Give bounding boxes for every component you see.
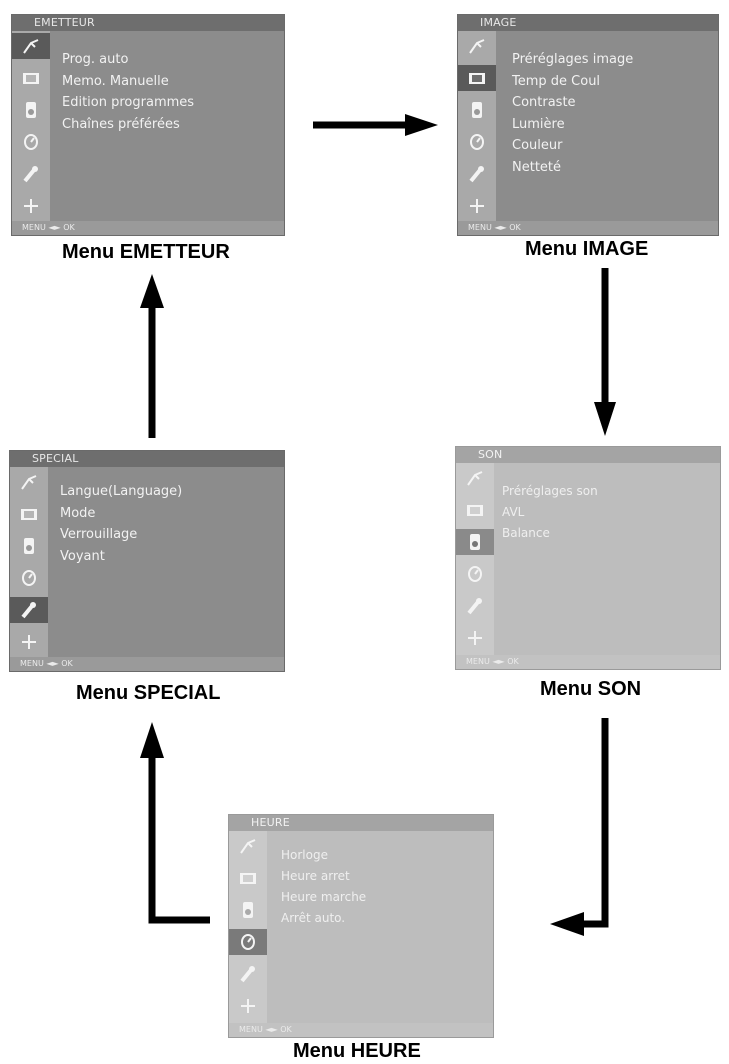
picture-icon[interactable] bbox=[12, 65, 50, 91]
arrow-special-to-emetteur bbox=[140, 274, 164, 438]
menu-footer: MENU ◄► OK bbox=[456, 655, 720, 669]
wrench-icon[interactable] bbox=[12, 161, 50, 187]
menu-item[interactable]: Netteté bbox=[512, 159, 562, 175]
caption-heure: Menu HEURE bbox=[293, 1040, 421, 1062]
icon-column bbox=[229, 831, 267, 1023]
menu-items-list: Prog. auto Memo. Manuelle Edition progra… bbox=[62, 49, 194, 135]
icon-column bbox=[456, 463, 494, 655]
menu-items-list: Préréglages image Temp de Coul Contraste… bbox=[512, 49, 633, 178]
menu-footer: MENU ◄► OK bbox=[12, 221, 284, 235]
wrench-icon[interactable] bbox=[10, 597, 48, 623]
speaker-icon[interactable] bbox=[229, 897, 267, 923]
menu-item[interactable]: Prog. auto bbox=[62, 52, 129, 67]
antenna-icon[interactable] bbox=[456, 465, 494, 491]
antenna-icon[interactable] bbox=[12, 33, 50, 59]
arrow-heure-to-special bbox=[140, 722, 210, 924]
screen-adjust-icon[interactable] bbox=[458, 193, 496, 219]
menu-item[interactable]: Langue(Language) bbox=[60, 484, 183, 499]
menu-item[interactable]: Contraste bbox=[512, 95, 576, 110]
arrow-emetteur-to-image bbox=[313, 114, 438, 136]
menu-footer: MENU ◄► OK bbox=[10, 657, 284, 671]
speaker-icon[interactable] bbox=[458, 97, 496, 123]
menu-footer: MENU ◄► OK bbox=[458, 221, 718, 235]
menu-title: IMAGE bbox=[458, 15, 718, 31]
menu-title: SPECIAL bbox=[10, 451, 284, 467]
antenna-icon[interactable] bbox=[229, 833, 267, 859]
arrow-image-to-son bbox=[594, 268, 616, 436]
menu-items-list: Préréglages son AVL Balance bbox=[502, 481, 598, 544]
menu-item[interactable]: Lumière bbox=[512, 116, 565, 132]
menu-title: HEURE bbox=[229, 815, 493, 831]
caption-image: Menu IMAGE bbox=[525, 238, 649, 260]
menu-items-list: Horloge Heure arret Heure marche Arrêt a… bbox=[281, 845, 366, 929]
menu-footer: MENU ◄► OK bbox=[229, 1023, 493, 1037]
screen-adjust-icon[interactable] bbox=[229, 993, 267, 1019]
menu-emetteur-panel: EMETTEUR Prog. auto Memo. Manuelle Editi… bbox=[11, 14, 285, 236]
menu-item[interactable]: Temp de Coul bbox=[512, 73, 601, 89]
picture-icon[interactable] bbox=[229, 865, 267, 891]
screen-adjust-icon[interactable] bbox=[456, 625, 494, 651]
wrench-icon[interactable] bbox=[458, 161, 496, 187]
wrench-icon[interactable] bbox=[229, 961, 267, 987]
speaker-icon[interactable] bbox=[10, 533, 48, 559]
menu-items-list: Langue(Language) Mode Verrouillage Voyan… bbox=[60, 481, 182, 567]
menu-item[interactable]: AVL bbox=[502, 505, 525, 519]
menu-item[interactable]: Voyant bbox=[60, 548, 105, 564]
clock-icon[interactable] bbox=[229, 929, 267, 955]
menu-item[interactable]: Horloge bbox=[281, 848, 328, 862]
speaker-icon[interactable] bbox=[456, 529, 494, 555]
clock-icon[interactable] bbox=[456, 561, 494, 587]
wrench-icon[interactable] bbox=[456, 593, 494, 619]
icon-column bbox=[10, 467, 48, 657]
screen-adjust-icon[interactable] bbox=[10, 629, 48, 655]
menu-item[interactable]: Préréglages image bbox=[512, 52, 634, 67]
menu-item[interactable]: Chaînes préférées bbox=[62, 116, 180, 132]
picture-icon[interactable] bbox=[456, 497, 494, 523]
menu-son-panel: SON Préréglages son AVL Balance MENU ◄► … bbox=[455, 446, 721, 670]
menu-image-panel: IMAGE Préréglages image Temp de Coul Con… bbox=[457, 14, 719, 236]
menu-item[interactable]: Edition programmes bbox=[62, 95, 195, 110]
menu-heure-panel: HEURE Horloge Heure arret Heure marche A… bbox=[228, 814, 494, 1038]
caption-emetteur: Menu EMETTEUR bbox=[62, 241, 230, 263]
arrow-son-to-heure bbox=[550, 718, 609, 936]
picture-icon[interactable] bbox=[458, 65, 496, 91]
menu-title: EMETTEUR bbox=[12, 15, 284, 31]
menu-item[interactable]: Heure marche bbox=[281, 890, 367, 904]
menu-title: SON bbox=[456, 447, 720, 463]
antenna-icon[interactable] bbox=[458, 33, 496, 59]
caption-son: Menu SON bbox=[540, 678, 642, 700]
antenna-icon[interactable] bbox=[10, 469, 48, 495]
icon-column bbox=[458, 31, 496, 221]
menu-item[interactable]: Arrêt auto. bbox=[281, 911, 346, 925]
menu-item[interactable]: Verrouillage bbox=[60, 527, 138, 542]
clock-icon[interactable] bbox=[10, 565, 48, 591]
menu-item[interactable]: Couleur bbox=[512, 138, 563, 153]
speaker-icon[interactable] bbox=[12, 97, 50, 123]
screen-adjust-icon[interactable] bbox=[12, 193, 50, 219]
clock-icon[interactable] bbox=[458, 129, 496, 155]
menu-item[interactable]: Heure arret bbox=[281, 869, 350, 883]
menu-item[interactable]: Balance bbox=[502, 526, 550, 540]
menu-item[interactable]: Mode bbox=[60, 505, 96, 521]
icon-column bbox=[12, 31, 50, 221]
menu-item[interactable]: Memo. Manuelle bbox=[62, 73, 169, 89]
clock-icon[interactable] bbox=[12, 129, 50, 155]
picture-icon[interactable] bbox=[10, 501, 48, 527]
caption-special: Menu SPECIAL bbox=[76, 682, 221, 704]
menu-special-panel: SPECIAL Langue(Language) Mode Verrouilla… bbox=[9, 450, 285, 672]
menu-item[interactable]: Préréglages son bbox=[502, 484, 598, 498]
